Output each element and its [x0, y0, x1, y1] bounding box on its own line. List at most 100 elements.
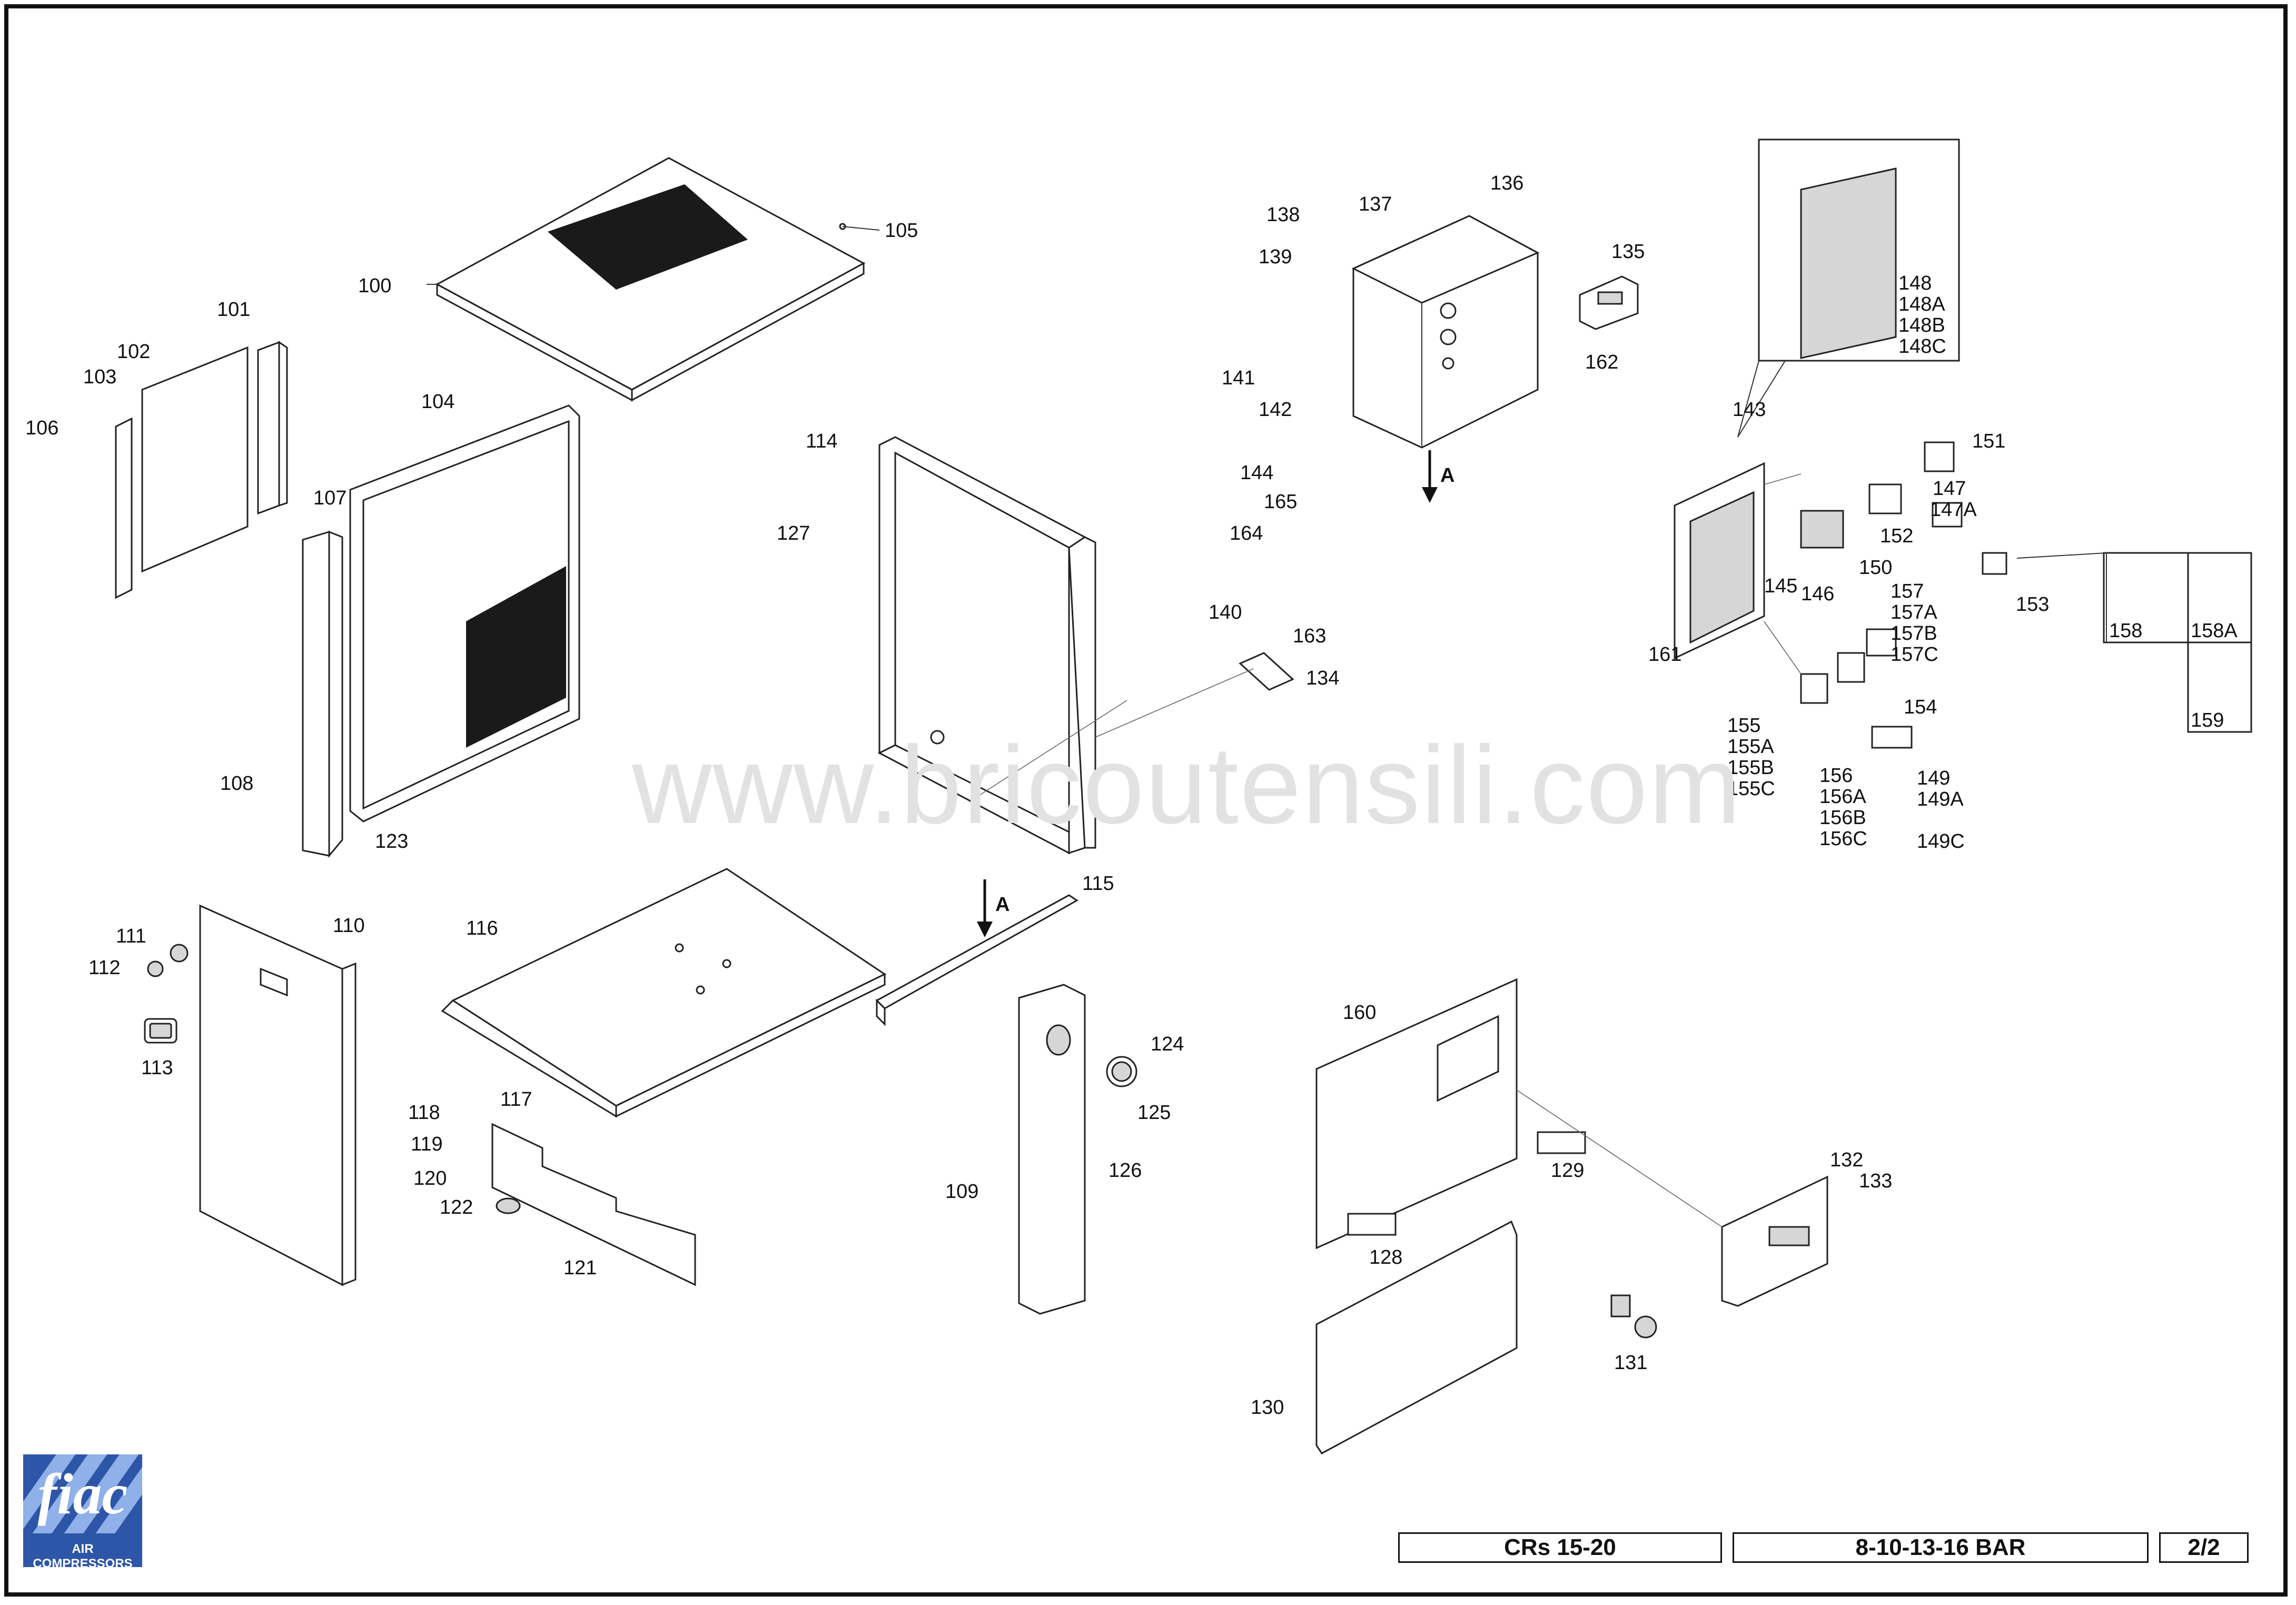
- callout-157c: 157C: [1891, 643, 1938, 666]
- callout-102: 102: [117, 341, 150, 363]
- callout-122: 122: [440, 1196, 473, 1218]
- callout-108: 108: [220, 772, 253, 795]
- callout-136: 136: [1490, 172, 1523, 194]
- callout-144: 144: [1240, 462, 1273, 484]
- callout-156c: 156C: [1819, 828, 1867, 850]
- callout-107: 107: [313, 487, 347, 509]
- callout-130: 130: [1251, 1396, 1284, 1419]
- part-128-131-small-parts: [1347, 1131, 1657, 1339]
- callout-133: 133: [1859, 1170, 1892, 1192]
- callout-158a: 158A: [2191, 620, 2238, 642]
- callout-156: 156: [1819, 765, 1853, 787]
- callout-155: 155: [1727, 715, 1760, 737]
- callout-125: 125: [1137, 1102, 1171, 1124]
- callout-119: 119: [411, 1133, 443, 1155]
- callout-149: 149: [1917, 767, 1950, 789]
- callout-148: 148: [1898, 272, 1932, 294]
- part-115-cross-bar: [875, 894, 1078, 1026]
- callout-163: 163: [1293, 625, 1326, 647]
- callout-158: 158: [2109, 620, 2142, 642]
- callout-129: 129: [1551, 1160, 1584, 1182]
- callout-155c: 155C: [1727, 778, 1775, 800]
- callout-155a: 155A: [1727, 736, 1774, 758]
- callout-145: 145: [1764, 575, 1797, 597]
- part-136-electrical-box: [1351, 215, 1540, 449]
- part-110-door: [199, 904, 357, 1286]
- callout-115: 115: [1082, 873, 1114, 895]
- callout-100: 100: [358, 275, 391, 297]
- callout-154: 154: [1904, 696, 1937, 718]
- callout-139: 139: [1259, 246, 1292, 268]
- callout-160: 160: [1343, 1002, 1376, 1024]
- callout-109: 109: [945, 1181, 978, 1203]
- callout-143: 143: [1733, 399, 1766, 421]
- callout-155b: 155B: [1727, 757, 1774, 779]
- callout-147: 147: [1933, 478, 1966, 500]
- callout-147a: 147A: [1930, 499, 1977, 521]
- callout-156b: 156B: [1819, 807, 1866, 829]
- view-marker-arrows: [977, 450, 1438, 937]
- view-marker-label: A: [1440, 464, 1454, 487]
- callout-149a: 149A: [1917, 788, 1964, 810]
- logo-wordmark: fiac: [37, 1462, 128, 1526]
- callout-126: 126: [1109, 1160, 1142, 1182]
- detail-148-inset: [1737, 138, 1960, 438]
- callout-106: 106: [25, 417, 58, 439]
- callout-157: 157: [1891, 580, 1924, 602]
- title-block-model: CRs 15-20: [1398, 1532, 1722, 1563]
- drawing-border: [4, 4, 2288, 1597]
- part-100-top-cover: [435, 157, 866, 402]
- callout-141: 141: [1222, 367, 1255, 389]
- callout-121: 121: [563, 1257, 597, 1279]
- callout-117: 117: [500, 1088, 532, 1111]
- part-134-plate: [1239, 652, 1294, 691]
- callout-116: 116: [466, 917, 498, 939]
- part-116-base-plate: [441, 868, 887, 1118]
- callout-164: 164: [1230, 522, 1263, 544]
- part-101-103-side-panel: [115, 341, 288, 599]
- part-161-electrical-panel: [1674, 462, 1765, 660]
- callout-161: 161: [1648, 643, 1681, 666]
- callout-137: 137: [1359, 193, 1392, 215]
- callout-159: 159: [2191, 709, 2224, 731]
- part-135-controller: [1579, 275, 1639, 330]
- title-block-sheet: 2/2: [2159, 1532, 2249, 1563]
- part-123-side-panel: [349, 404, 580, 823]
- callout-157b: 157B: [1891, 622, 1937, 645]
- callout-128: 128: [1369, 1246, 1402, 1269]
- callout-132: 132: [1830, 1149, 1863, 1171]
- part-149-157-contactors: [1800, 628, 1913, 749]
- part-160-control-plate: [1315, 978, 1518, 1250]
- detail-158-159-boxes: [2016, 552, 2252, 733]
- callout-123: 123: [375, 830, 408, 853]
- callout-149c: 149C: [1917, 830, 1965, 853]
- callout-162: 162: [1585, 351, 1618, 373]
- part-108-upright: [302, 530, 343, 858]
- callout-127: 127: [777, 522, 810, 544]
- callout-103: 103: [83, 366, 116, 388]
- callout-165: 165: [1264, 491, 1297, 513]
- part-114-rear-frame: [877, 436, 1096, 855]
- callout-112: 112: [88, 957, 121, 979]
- callout-111: 111: [116, 925, 146, 947]
- part-121-kick-plate: [491, 1123, 696, 1286]
- callout-101: 101: [217, 299, 250, 321]
- callout-134: 134: [1306, 667, 1339, 689]
- callout-113: 113: [141, 1057, 173, 1079]
- title-block-pressures: 8-10-13-16 BAR: [1733, 1532, 2149, 1563]
- callout-104: 104: [421, 391, 454, 413]
- callout-148c: 148C: [1898, 335, 1946, 358]
- callout-120: 120: [413, 1167, 447, 1190]
- part-132-display-module: [1721, 1175, 1828, 1307]
- callout-157a: 157A: [1891, 601, 1937, 623]
- callout-135: 135: [1611, 241, 1645, 263]
- callout-156a: 156A: [1819, 786, 1866, 808]
- part-109-front-upright: [1018, 984, 1137, 1315]
- part-111-113-lock-handle: [144, 944, 189, 1044]
- callout-110: 110: [333, 915, 365, 937]
- callout-150: 150: [1859, 557, 1892, 579]
- callout-148b: 148B: [1898, 314, 1945, 336]
- view-marker-label: A: [995, 894, 1010, 916]
